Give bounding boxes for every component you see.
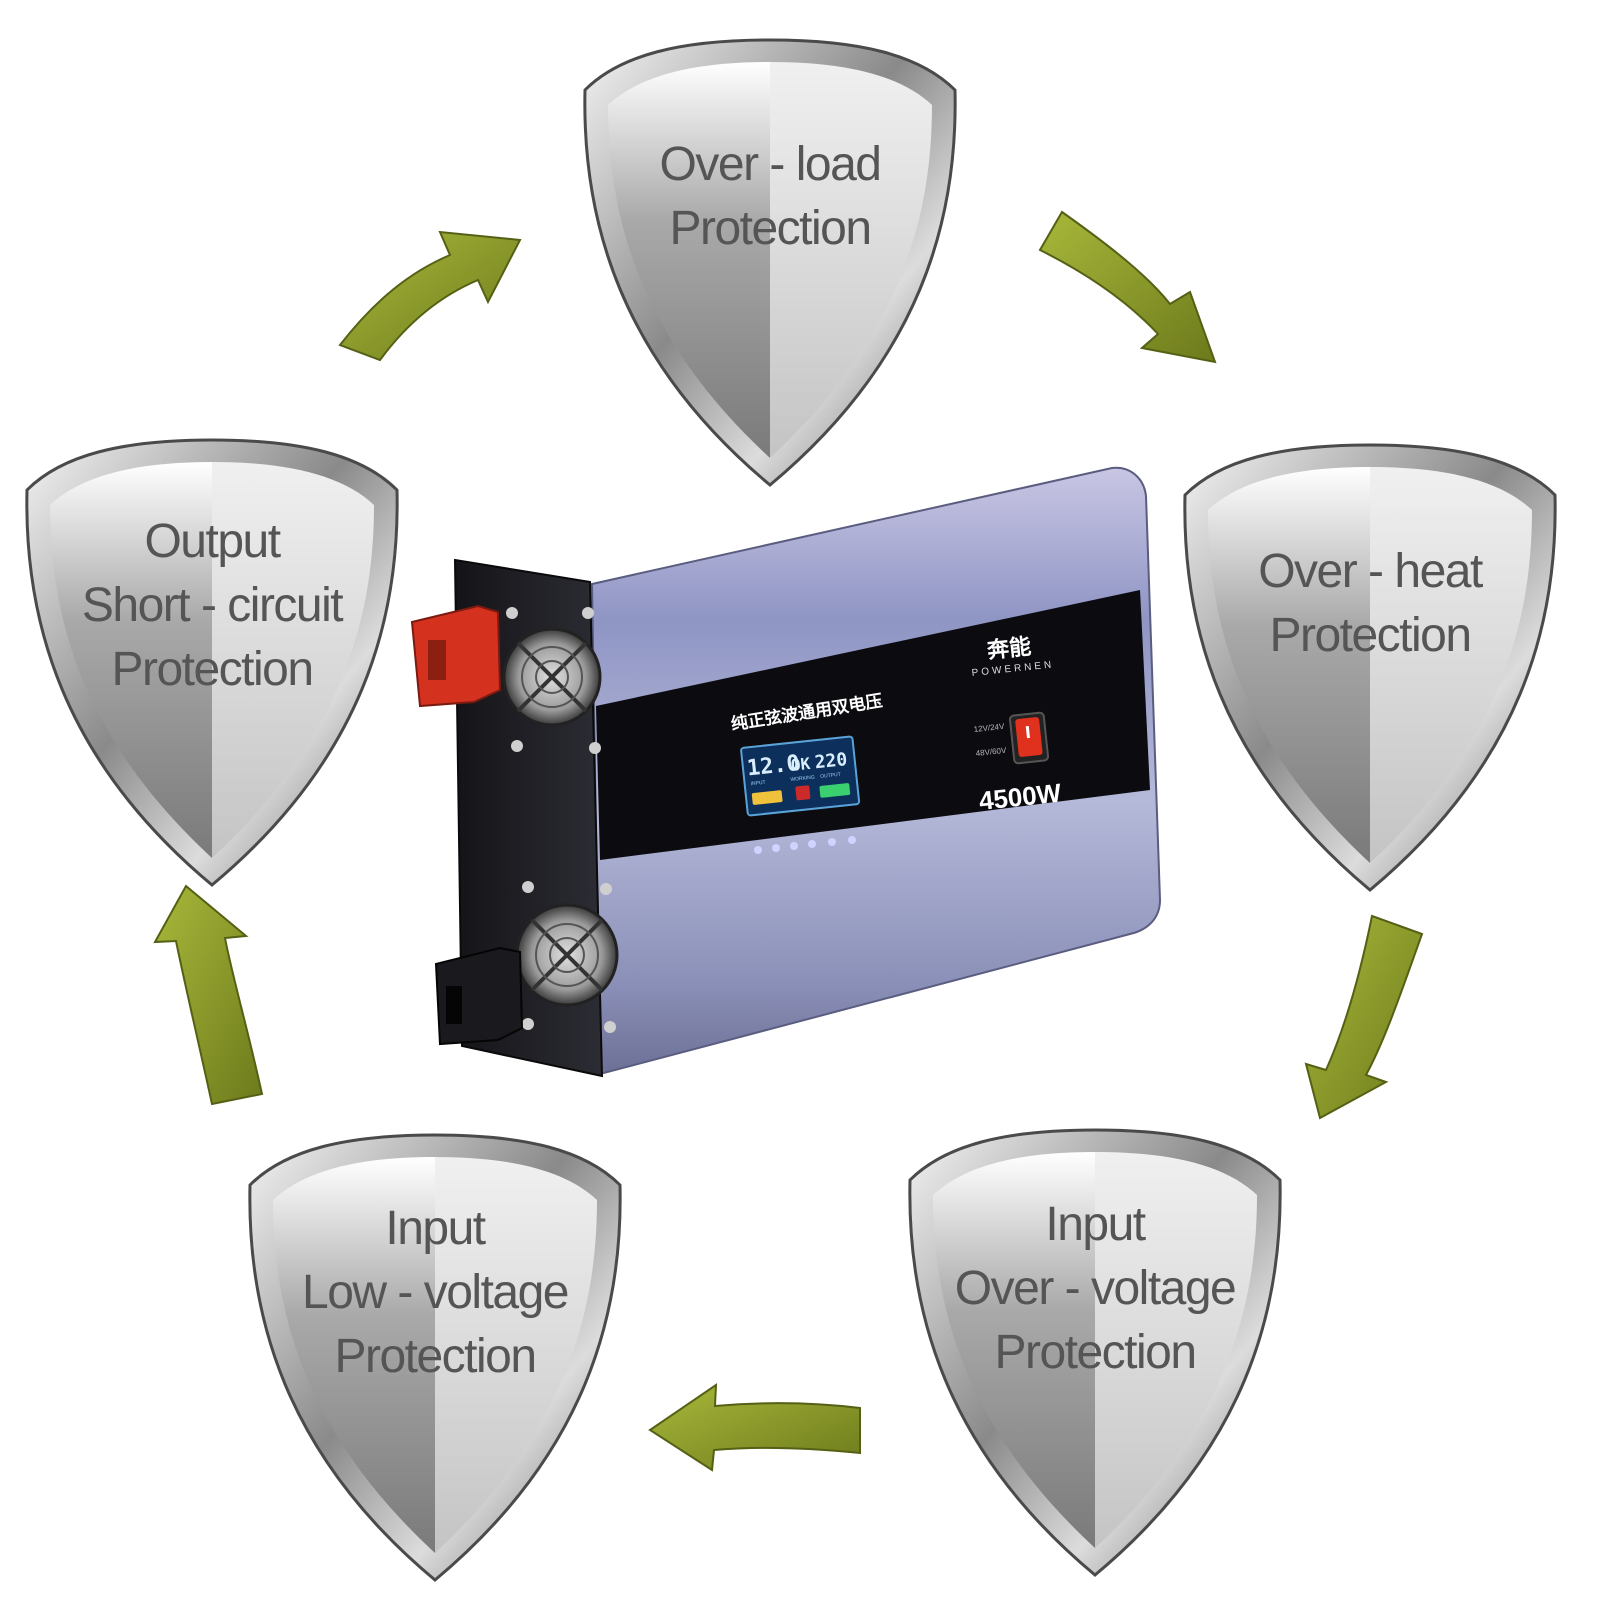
- shield-overload-line-1: Over - load: [660, 138, 881, 191]
- shield-output-short-line-2: Short - circuit: [82, 579, 343, 632]
- lcd-output-label: OUTPUT: [820, 772, 841, 780]
- shield-overheat: Over - heat Protection: [1183, 443, 1557, 892]
- lcd-status-label: WORKING: [790, 774, 815, 783]
- shield-output-short-line-1: Output: [144, 515, 280, 568]
- shield-input-lowvoltage-line-2: Low - voltage: [302, 1266, 568, 1319]
- inverter-front-panel: [596, 590, 1150, 860]
- inverter: 纯正弦波通用双电压 12.0 OK 220 INPUT WORKING OUTP…: [410, 466, 1162, 1078]
- shield-output-short-line-3: Protection: [111, 643, 312, 696]
- arrow-to-input-overvoltage: [1304, 914, 1424, 1120]
- arrow-to-overheat: [1038, 210, 1217, 364]
- shield-input-overvoltage-line-3: Protection: [994, 1326, 1195, 1379]
- shield-input-overvoltage-line-1: Input: [1045, 1198, 1145, 1251]
- mode-label-a: 12V/24V: [973, 722, 1005, 734]
- shield-overheat-line-2: Protection: [1269, 609, 1470, 662]
- terminal-negative-hole: [446, 986, 462, 1024]
- battery-indicator-icon: [848, 836, 856, 844]
- indicator-icons: [754, 836, 856, 854]
- shield-overload: Over - load Protection: [583, 38, 957, 487]
- mode-label-b: 48V/60V: [975, 746, 1007, 758]
- shield-input-lowvoltage-line-1: Input: [385, 1202, 485, 1255]
- shield-input-overvoltage-line-2: Over - voltage: [955, 1262, 1235, 1315]
- shield-overload-line-2: Protection: [669, 202, 870, 255]
- brand-chinese: 奔能: [986, 634, 1032, 664]
- power-indicator-icon: [828, 838, 836, 846]
- terminal-positive-hole: [428, 640, 446, 680]
- arrow-to-overload: [338, 230, 522, 362]
- cycle-arrows: [153, 210, 1424, 1472]
- lcd-status-value: OK: [790, 754, 812, 775]
- shield-input-lowvoltage-line-3: Protection: [334, 1330, 535, 1383]
- arrow-to-input-lowvoltage: [648, 1383, 861, 1472]
- warning-indicator-icon: [790, 842, 798, 850]
- lcd-output-value: 220: [814, 749, 849, 773]
- lcd-input-label: INPUT: [750, 780, 766, 788]
- fan-indicator-icon: [754, 846, 762, 854]
- shield-overheat-line-1: Over - heat: [1258, 545, 1483, 598]
- shield-input-lowvoltage: Input Low - voltage Protection: [248, 1133, 622, 1582]
- lcd-display: 12.0 OK 220 INPUT WORKING OUTPUT: [740, 735, 861, 817]
- arrow-to-output-short: [153, 884, 264, 1106]
- cooling-fan-top: [502, 607, 602, 754]
- lcd-input-value: 12.0: [746, 751, 801, 781]
- terminal-positive: [410, 604, 502, 708]
- output-indicator-icon: [808, 840, 816, 848]
- shield-output-short: Output Short - circuit Protection: [25, 438, 399, 887]
- shield-input-overvoltage: Input Over - voltage Protection: [908, 1128, 1282, 1577]
- power-switch[interactable]: [1008, 711, 1050, 765]
- temperature-indicator-icon: [772, 844, 780, 852]
